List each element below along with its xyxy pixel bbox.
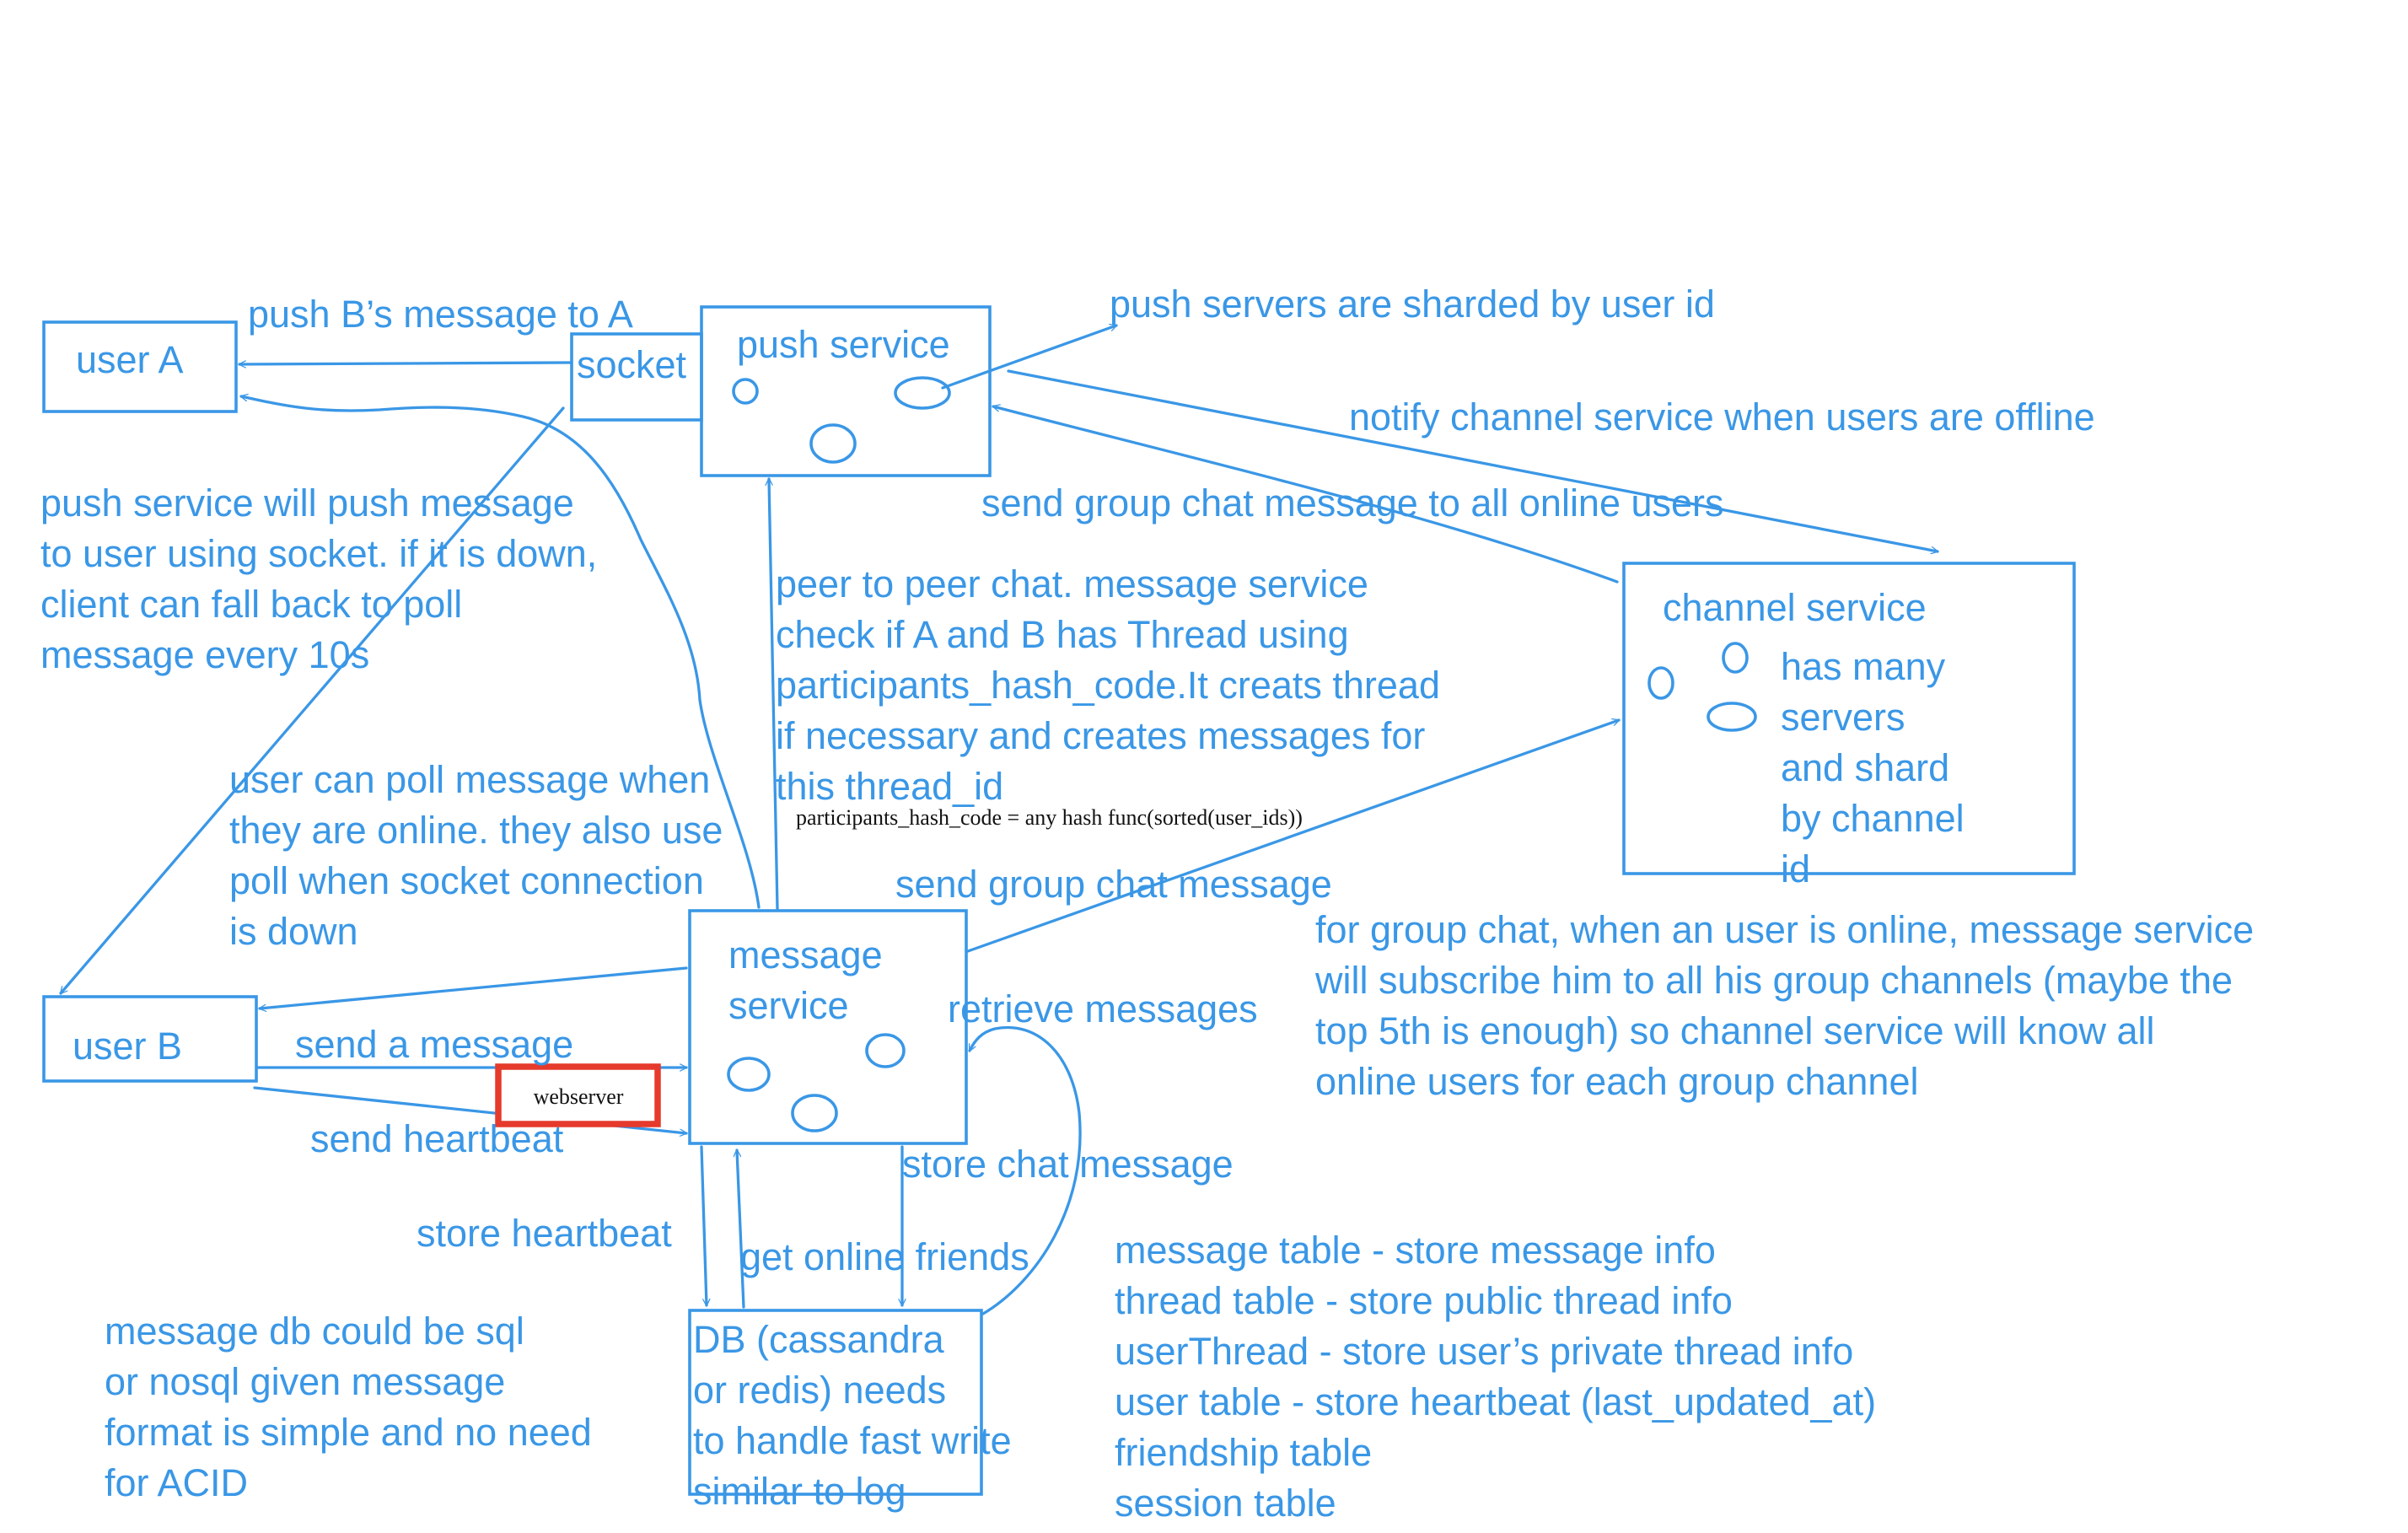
label-send-group: send group chat message [895, 863, 1332, 906]
channel-service-label: channel service [1663, 586, 1927, 629]
channel-shard-1 [1722, 642, 1749, 674]
push-service-label: push service [737, 323, 950, 366]
user-a-box [42, 320, 238, 413]
arrow-socket-to-user-a [238, 363, 572, 364]
label-send-message: send a message [295, 1023, 573, 1066]
push-note: push service will push message to user u… [40, 481, 608, 676]
arrow-message-to-user-a [241, 396, 761, 909]
message-service-box [688, 909, 968, 1145]
arrow-message-to-channel [966, 720, 1619, 953]
arrow-retrieve-messages [968, 1025, 1082, 1315]
db-box [688, 1309, 983, 1496]
message-service-label: message service [728, 933, 893, 1027]
label-push-b-to-a: push B’s message to A [248, 293, 633, 336]
group-note: for group chat, when an user is online, … [1314, 908, 2265, 1103]
push-service-box [700, 305, 992, 477]
arrow-push-to-channel [1007, 369, 1938, 551]
label-store-heartbeat: store heartbeat [417, 1212, 672, 1255]
push-shard-2 [894, 376, 951, 410]
label-store-chat: store chat message [902, 1143, 1234, 1186]
push-shard-3 [809, 423, 857, 464]
channel-shard-2 [1647, 666, 1674, 700]
label-get-online-friends: get online friends [740, 1235, 1029, 1278]
p2p-note: peer to peer chat. message service check… [776, 562, 1451, 808]
user-a-label: user A [76, 338, 184, 381]
db-note: message db could be sql or nosql given m… [105, 1310, 602, 1504]
channel-service-box [1622, 562, 2076, 875]
arrow-store-heartbeat [700, 1145, 707, 1307]
arrow-push-to-shard-note [941, 325, 1116, 390]
user-b-box [42, 995, 258, 1083]
arrow-channel-to-push [993, 406, 1619, 584]
msg-shard-1 [727, 1057, 771, 1092]
arrow-get-online-friends [737, 1148, 745, 1309]
db-label: DB (cassandra or redis) needs to handle … [693, 1318, 1022, 1513]
poll-note: user can poll message when they are onli… [229, 758, 734, 953]
socket-label: socket [577, 343, 687, 386]
arrow-message-to-user-b [258, 966, 688, 1009]
msg-shard-3 [791, 1094, 838, 1132]
push-shard-1 [732, 378, 759, 405]
channel-service-note: has many servers and shard by channel id [1781, 645, 1975, 890]
tables-note: message table - store message info threa… [1115, 1229, 1887, 1525]
label-push-sharded: push servers are sharded by user id [1110, 282, 1715, 325]
label-send-heartbeat: send heartbeat [310, 1117, 564, 1160]
arrow-message-to-push [769, 477, 779, 911]
label-notify-channel: notify channel service when users are of… [1349, 395, 2095, 438]
hash-formula: participants_hash_code = any hash func(s… [796, 805, 1303, 830]
arrow-socket-to-user-b [59, 406, 565, 993]
webserver-highlight-box [495, 1063, 661, 1127]
label-send-group-all: send group chat message to all online us… [981, 481, 1724, 524]
user-b-label: user B [73, 1025, 182, 1068]
msg-shard-2 [865, 1033, 906, 1068]
webserver-label: webserver [534, 1084, 624, 1109]
channel-shard-3 [1707, 702, 1757, 732]
label-retrieve: retrieve messages [948, 987, 1258, 1030]
